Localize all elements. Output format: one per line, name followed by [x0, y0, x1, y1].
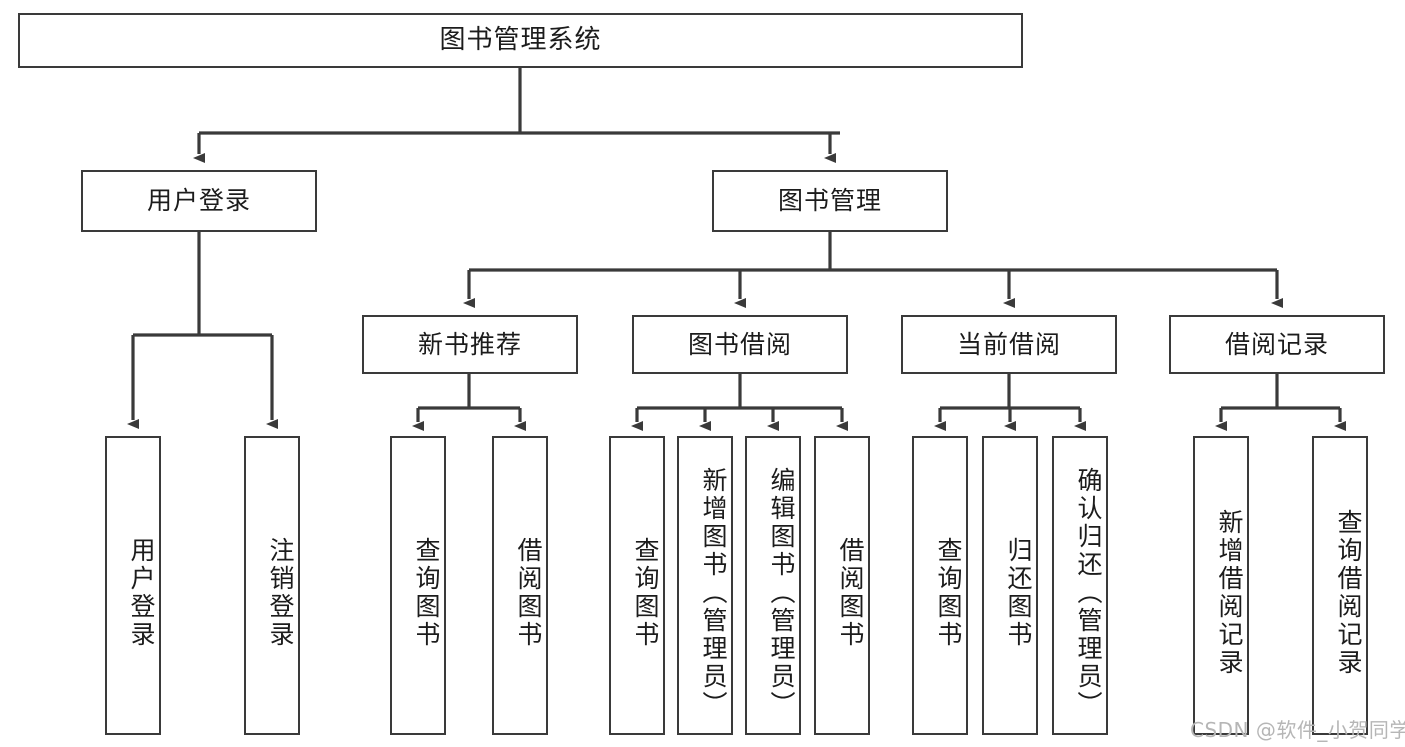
- node-label: 当前借阅: [956, 329, 1061, 359]
- node-label: 用户登录: [127, 536, 156, 649]
- leaf-current-query-book[interactable]: 查询图书: [912, 436, 968, 735]
- leaf-record-query-borrow-record[interactable]: 查询借阅记录: [1312, 436, 1368, 735]
- node-label: 借阅图书: [514, 536, 543, 649]
- leaf-borrow-borrow-book[interactable]: 借阅图书: [814, 436, 870, 735]
- leaf-current-return-book[interactable]: 归还图书: [982, 436, 1038, 735]
- node-book-borrow[interactable]: 图书借阅: [632, 315, 848, 374]
- node-label: 确认归还（管理员）: [1074, 466, 1103, 719]
- node-new-book-recommend[interactable]: 新书推荐: [362, 315, 578, 374]
- leaf-recommend-query-book[interactable]: 查询图书: [390, 436, 446, 735]
- node-user-login[interactable]: 用户登录: [81, 170, 317, 232]
- watermark-text: CSDN @软件_小贺同学: [1190, 718, 1405, 742]
- leaf-logout[interactable]: 注销登录: [244, 436, 300, 735]
- leaf-current-confirm-return-admin[interactable]: 确认归还（管理员）: [1052, 436, 1108, 735]
- node-label: 查询图书: [412, 536, 441, 649]
- node-root-system[interactable]: 图书管理系统: [18, 13, 1023, 68]
- node-current-borrow[interactable]: 当前借阅: [901, 315, 1117, 374]
- node-label: 新增借阅记录: [1215, 508, 1244, 677]
- node-label: 注销登录: [266, 536, 295, 649]
- node-book-management[interactable]: 图书管理: [712, 170, 948, 232]
- leaf-record-add-borrow-record[interactable]: 新增借阅记录: [1193, 436, 1249, 735]
- node-label: 借阅图书: [836, 536, 865, 649]
- leaf-recommend-borrow-book[interactable]: 借阅图书: [492, 436, 548, 735]
- node-label: 查询图书: [631, 536, 660, 649]
- leaf-borrow-add-book-admin[interactable]: 新增图书（管理员）: [677, 436, 733, 735]
- node-label: 图书管理: [777, 186, 882, 216]
- csdn-watermark: CSDN @软件_小贺同学: [1190, 714, 1405, 743]
- node-label: 归还图书: [1004, 536, 1033, 649]
- leaf-borrow-edit-book-admin[interactable]: 编辑图书（管理员）: [745, 436, 801, 735]
- node-label: 借阅记录: [1224, 329, 1329, 359]
- node-label: 图书借阅: [687, 329, 792, 359]
- node-label: 用户登录: [146, 186, 251, 216]
- node-label: 编辑图书（管理员）: [767, 466, 796, 719]
- leaf-user-login[interactable]: 用户登录: [105, 436, 161, 735]
- node-label: 查询图书: [934, 536, 963, 649]
- leaf-borrow-query-book[interactable]: 查询图书: [609, 436, 665, 735]
- node-label: 查询借阅记录: [1334, 508, 1363, 677]
- node-label: 新增图书（管理员）: [699, 466, 728, 719]
- node-borrow-record[interactable]: 借阅记录: [1169, 315, 1385, 374]
- node-label: 新书推荐: [417, 329, 522, 359]
- node-label: 图书管理系统: [439, 25, 602, 56]
